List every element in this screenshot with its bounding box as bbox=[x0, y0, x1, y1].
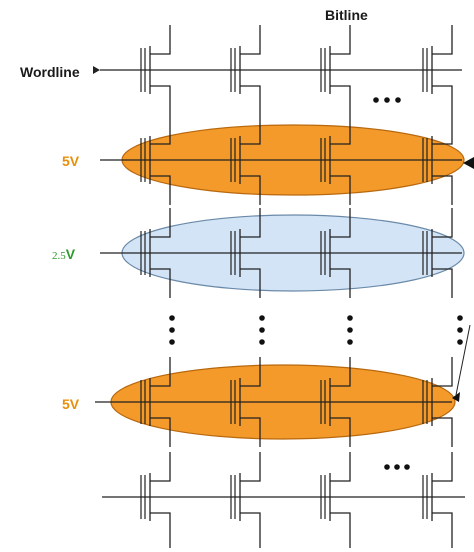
transistor-cell bbox=[140, 208, 171, 298]
ellipsis-dot bbox=[394, 464, 400, 470]
arrowhead-bottom bbox=[452, 392, 460, 402]
wordline-label: Wordline bbox=[20, 64, 80, 80]
transistor-array bbox=[93, 25, 465, 548]
ellipsis-dot bbox=[347, 327, 353, 333]
ellipsis-dot bbox=[169, 315, 175, 321]
transistor-cell bbox=[422, 208, 453, 298]
transistor-cell bbox=[140, 452, 171, 542]
transistor-cell bbox=[320, 115, 351, 205]
ellipsis-dot bbox=[457, 339, 463, 345]
ellipsis-dot bbox=[259, 339, 265, 345]
transistor-cell bbox=[422, 115, 453, 205]
voltage-label-5v-bottom: 5V bbox=[62, 396, 80, 412]
voltage-label-2-5v: 2.5V bbox=[52, 246, 76, 262]
ellipsis-dot bbox=[259, 327, 265, 333]
wordline-arrowhead bbox=[93, 66, 100, 74]
arrow-line-bottom bbox=[455, 324, 471, 396]
ellipsis-dot bbox=[384, 464, 390, 470]
ellipsis-dot bbox=[347, 339, 353, 345]
transistor-cell bbox=[320, 25, 351, 115]
ellipsis-dot bbox=[169, 339, 175, 345]
voltage-unit: V bbox=[66, 246, 76, 262]
transistor-cell bbox=[230, 115, 261, 205]
transistor-cell bbox=[230, 452, 261, 542]
ellipsis-dot bbox=[347, 315, 353, 321]
ellipsis-dot bbox=[395, 97, 401, 103]
ellipsis-dot bbox=[384, 97, 390, 103]
continuation-dots bbox=[169, 97, 463, 470]
voltage-number: 2.5 bbox=[52, 250, 66, 262]
transistor-cell bbox=[140, 25, 171, 115]
transistor-cell bbox=[320, 452, 351, 542]
transistor-cell bbox=[140, 357, 171, 447]
ellipsis-dot bbox=[404, 464, 410, 470]
transistor-cell bbox=[422, 357, 453, 447]
ellipsis-dot bbox=[373, 97, 379, 103]
transistor-cell bbox=[422, 452, 453, 542]
transistor-cell bbox=[230, 25, 261, 115]
right-arrows bbox=[452, 157, 474, 402]
transistor-cell bbox=[230, 208, 261, 298]
transistor-cell bbox=[320, 357, 351, 447]
transistor-cell bbox=[422, 25, 453, 115]
ellipsis-dot bbox=[169, 327, 175, 333]
bitline-label: Bitline bbox=[325, 7, 368, 23]
arrowhead-top bbox=[463, 157, 474, 169]
transistor-cell bbox=[230, 357, 261, 447]
ellipsis-dot bbox=[457, 327, 463, 333]
ellipsis-dot bbox=[259, 315, 265, 321]
voltage-regions bbox=[110, 124, 465, 440]
ellipsis-dot bbox=[457, 315, 463, 321]
transistor-cell bbox=[140, 115, 171, 205]
transistor-cell bbox=[320, 208, 351, 298]
voltage-label-5v-top: 5V bbox=[62, 153, 80, 169]
